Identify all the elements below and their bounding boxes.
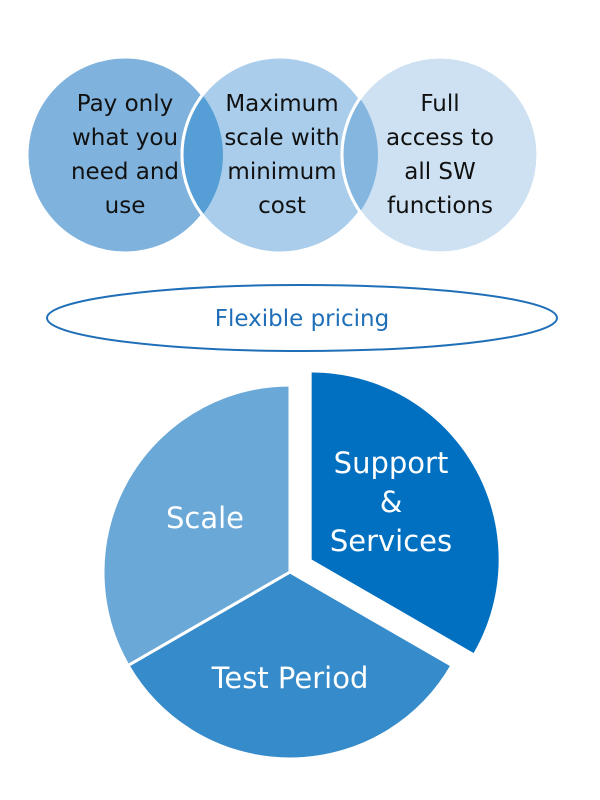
ellipse-outline [46,284,558,352]
ellipse-label: Flexible pricing [215,306,389,332]
circle-text-line: access to [386,125,494,151]
right-circle-border [340,55,540,255]
circle-text-1: Maximum scale with minimum cost [224,91,339,219]
circle-text-line: Maximum [225,91,338,117]
pie-slice-test-period [126,570,454,761]
circle-text-line: Pay only [77,91,174,117]
benefit-circles: Pay only what you need and use Maximum s… [25,55,540,255]
pie-slice-scale [101,383,292,668]
circle-text-line: what you [72,125,178,151]
pie-label-scale: Scale [166,501,244,535]
overlap-left-middle [180,57,223,253]
flexible-pricing-ellipse: Flexible pricing [46,284,558,352]
pie-label-test-period: Test Period [211,661,369,695]
circle-text-line: functions [387,193,493,219]
circle-text-line: use [105,193,146,219]
pie-chart: Support & Services Test Period Scale [101,372,499,761]
circle-text-line: all SW [404,159,476,185]
circle-text-0: Pay only what you need and use [71,91,179,219]
circle-text-line: minimum [227,159,336,185]
pie-label-line: Services [330,524,452,558]
circle-text-line: cost [258,193,306,219]
circle-text-line: Full [420,91,459,117]
pie-label-line: Support [334,446,449,480]
pie-label-support-services: Support & Services [330,446,452,558]
circle-text-2: Full access to all SW functions [386,91,494,219]
pie-slice-support-services [311,372,499,653]
circle-text-line: scale with [224,125,339,151]
circle-text-line: need and [71,159,179,185]
pie-label-line: & [380,485,403,519]
